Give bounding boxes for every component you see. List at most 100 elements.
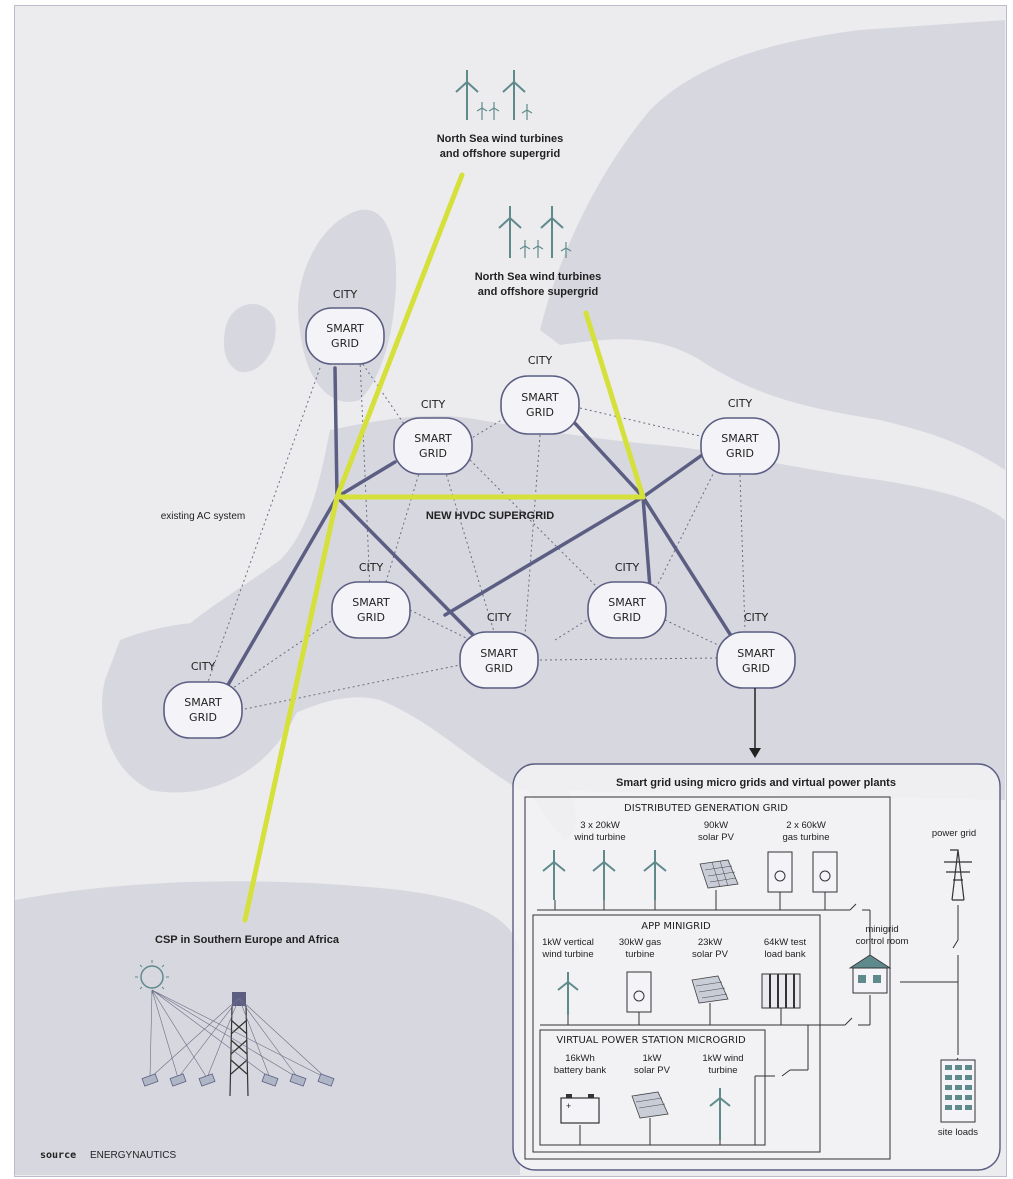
wind-label-2b: and offshore supergrid — [478, 286, 598, 298]
dist-item-label: gas turbine — [782, 832, 829, 843]
node-line1: SMART — [352, 596, 390, 609]
ac-link-dotted — [469, 459, 601, 591]
node-line2: GRID — [189, 711, 217, 724]
city-label: CITY — [191, 660, 216, 673]
wind-turbine-group-icon — [455, 70, 533, 120]
ac-link-dotted — [654, 469, 716, 591]
city-label: CITY — [615, 561, 640, 574]
node-line2: GRID — [419, 447, 447, 460]
scandinavia-land — [540, 20, 1005, 470]
tower-icon — [229, 1005, 249, 1097]
ac-link-dotted — [524, 434, 541, 636]
vps-item-label: 1kW — [643, 1053, 662, 1064]
smart-grid-node-denmark: CITY SMART GRID — [500, 354, 580, 435]
arrow-head-icon — [749, 748, 761, 758]
smart-grid-node-uk: CITY SMART GRID — [305, 288, 385, 365]
node-line2: GRID — [742, 662, 770, 675]
node-shape — [716, 631, 796, 689]
smart-grid-node-benelux: CITY SMART GRID — [393, 398, 473, 475]
wind-label-1b: and offshore supergrid — [440, 148, 560, 160]
battery-icon: + — [560, 1094, 600, 1124]
app-item-label: 64kW test — [764, 937, 807, 948]
app-minigrid-box — [532, 914, 821, 1153]
dist-item-label: 2 x 60kW — [786, 820, 826, 831]
wind-turbine-group-icon — [498, 206, 572, 258]
node-line1: SMART — [737, 647, 775, 660]
smart-grid-node-poland: CITY SMART GRID — [700, 397, 780, 475]
ac-trunk-link — [641, 446, 714, 499]
inset-title: Smart grid using micro grids and virtual… — [616, 777, 896, 789]
hvdc-supergrid — [242, 172, 646, 923]
csp-label: CSP in Southern Europe and Africa — [155, 934, 340, 946]
node-shape — [700, 417, 780, 475]
hvdc-label: NEW HVDC SUPERGRID — [426, 510, 554, 522]
svg-text:+: + — [566, 1101, 571, 1111]
app-item-label: solar PV — [692, 949, 729, 960]
wind-label-1a: North Sea wind turbines — [437, 133, 564, 145]
node-line1: SMART — [326, 322, 364, 335]
vps-item-label: battery bank — [554, 1065, 607, 1076]
node-shape — [393, 417, 473, 475]
city-label: CITY — [487, 611, 512, 624]
vps-item-label: solar PV — [634, 1065, 671, 1076]
ac-link-dotted — [739, 474, 746, 631]
ac-trunk-link — [641, 495, 652, 590]
sun-icon — [140, 965, 164, 989]
solar-panel-icon — [631, 1091, 669, 1119]
inset-frame — [512, 763, 1001, 1171]
solar-panel-icon — [691, 975, 729, 1004]
north-africa-land — [15, 881, 520, 1175]
continental-europe-land — [141, 415, 1006, 800]
receiver-icon — [232, 992, 246, 1006]
app-item-label: wind turbine — [541, 949, 593, 960]
power-grid-label: power grid — [932, 828, 976, 839]
ac-link-dotted — [579, 407, 701, 437]
smart-grid-nodes: CITY SMART GRID CITY SMART GRID CITY SMA… — [163, 288, 796, 739]
node-line1: SMART — [721, 432, 759, 445]
hvdc-line-north-sea-1 — [334, 172, 465, 500]
heliostat-rays — [149, 989, 327, 1079]
dist-item-label: 3 x 20kW — [580, 820, 620, 831]
ac-link-dotted — [444, 469, 496, 636]
node-shape — [587, 581, 667, 639]
wind-label-2a: North Sea wind turbines — [475, 271, 602, 283]
gas-turbine-icon — [767, 851, 838, 893]
node-line2: GRID — [726, 447, 754, 460]
smart-grid-node-france: CITY SMART GRID — [331, 561, 411, 639]
app-item-label: turbine — [625, 949, 654, 960]
city-label: CITY — [528, 354, 553, 367]
ac-trunk-link — [641, 495, 737, 644]
ac-link-dotted — [384, 469, 421, 586]
control-room-label-2: control room — [856, 936, 909, 947]
app-item-label: 23kW — [698, 937, 722, 948]
node-line2: GRID — [613, 611, 641, 624]
inset-bus-wires — [537, 890, 959, 1146]
distributed-generation-box — [524, 796, 891, 1160]
node-shape — [459, 631, 539, 689]
node-line1: SMART — [521, 391, 559, 404]
ac-link-dotted — [229, 614, 341, 691]
distributed-title: DISTRIBUTED GENERATION GRID — [624, 803, 788, 814]
smart-grid-node-italy: CITY SMART GRID — [459, 611, 539, 689]
inset-panel: Smart grid using micro grids and virtual… — [512, 763, 1001, 1171]
dist-item-label: 90kW — [704, 820, 728, 831]
ac-trunk-link — [333, 366, 339, 499]
node-line2: GRID — [485, 662, 513, 675]
land-masses — [15, 20, 1006, 1175]
vertical-wind-turbine-icon — [557, 972, 579, 1015]
node-line2: GRID — [526, 406, 554, 419]
city-label: CITY — [744, 611, 769, 624]
city-label: CITY — [333, 288, 358, 301]
gas-turbine-icon — [626, 971, 652, 1013]
csp-plant-icon — [135, 960, 335, 1097]
ac-link-dotted — [359, 359, 371, 591]
wind-turbine-icon — [542, 850, 667, 900]
site-loads-label: site loads — [938, 1127, 978, 1138]
site-loads-icon — [940, 1059, 976, 1123]
app-item-label: load bank — [764, 949, 805, 960]
node-line1: SMART — [414, 432, 452, 445]
source-label: source — [40, 1150, 76, 1161]
smart-grid-node-austria: CITY SMART GRID — [587, 561, 667, 639]
